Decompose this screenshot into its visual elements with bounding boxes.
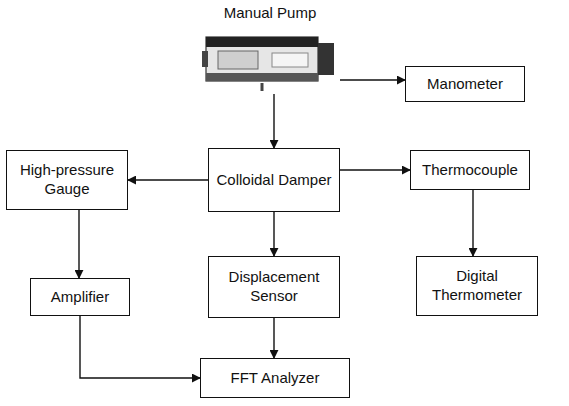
flow-arrow [340, 169, 410, 170]
process-box: Thermocouple [410, 150, 530, 190]
flow-arrow [273, 318, 274, 358]
flow-arrow [78, 210, 79, 278]
process-box: Manometer [405, 66, 525, 102]
pump-figure: Manual Pump [200, 4, 340, 94]
process-box: Amplifier [30, 278, 130, 316]
flow-arrow [472, 190, 473, 256]
flow-arrow [80, 316, 200, 378]
flow-arrow [273, 212, 274, 256]
box-label: Digital Thermometer [423, 267, 531, 305]
process-box: High-pressure Gauge [6, 150, 128, 210]
box-label: Displacement Sensor [215, 268, 333, 306]
box-label: Amplifier [51, 288, 109, 307]
box-label: High-pressure Gauge [13, 161, 121, 199]
flow-arrow [273, 94, 274, 148]
flow-arrow [128, 179, 208, 180]
pump-illustration [202, 29, 338, 93]
process-box: Displacement Sensor [208, 256, 340, 318]
process-box: FFT Analyzer [200, 358, 350, 398]
process-box: Colloidal Damper [208, 148, 340, 212]
box-label: FFT Analyzer [231, 369, 320, 388]
process-box: Digital Thermometer [416, 256, 538, 316]
box-label: Colloidal Damper [216, 171, 331, 190]
figure-label: Manual Pump [224, 4, 317, 23]
flow-arrow [340, 79, 405, 80]
box-label: Manometer [427, 75, 503, 94]
box-label: Thermocouple [422, 161, 518, 180]
